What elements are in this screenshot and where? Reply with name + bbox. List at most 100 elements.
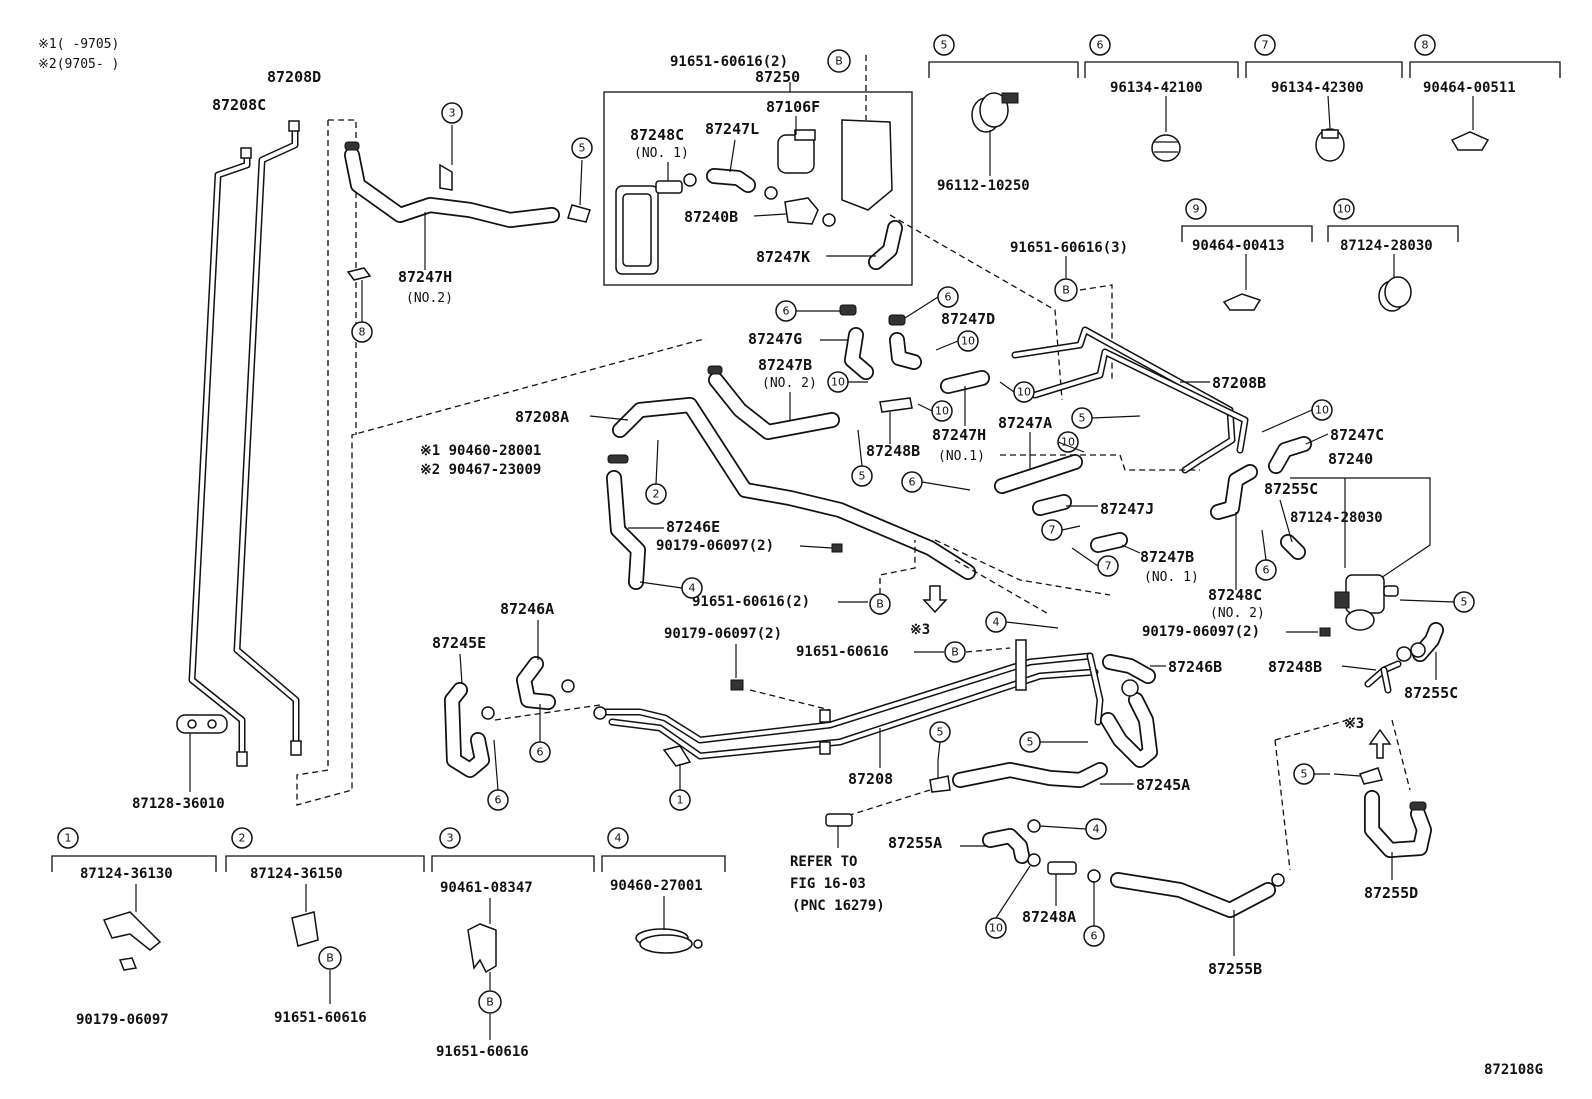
label-87248c-no1: 87248C	[630, 126, 684, 144]
pipe-87248a[interactable]	[1047, 861, 1077, 875]
label-87208d: 87208D	[267, 68, 321, 86]
water-valve-87240[interactable]	[1334, 574, 1399, 631]
valve-87240b[interactable]	[784, 197, 819, 225]
svg-text:6: 6	[1091, 930, 1098, 943]
clip-87124-36150[interactable]	[291, 911, 319, 947]
filter-case[interactable]	[615, 185, 659, 275]
hose-87247l[interactable]	[706, 168, 756, 193]
pipe-87248c-no2[interactable]	[1210, 464, 1258, 520]
label-87247b-no2: 87247B	[758, 356, 812, 374]
pipe-87208[interactable]	[594, 652, 1104, 760]
bolt-b-mid2[interactable]: B	[869, 593, 891, 615]
hose-87247a[interactable]	[994, 454, 1083, 494]
grommet-87128-36010[interactable]	[176, 714, 228, 734]
note-2: ※2(9705- )	[38, 57, 119, 72]
callout-4-legend: 4	[607, 827, 629, 849]
legend-1-part: 87124-36130	[80, 866, 173, 882]
svg-text:4: 4	[689, 582, 696, 595]
label-87247h-no2: 87247H	[398, 268, 452, 286]
hose-87247k[interactable]	[868, 220, 903, 270]
label-87208c: 87208C	[212, 96, 266, 114]
bolt-b-legend-3[interactable]: B	[478, 990, 502, 1014]
actuator-87106f[interactable]	[777, 129, 816, 174]
clip-90461-08347[interactable]	[467, 923, 497, 974]
refer-line1: REFER TO	[790, 854, 857, 870]
clip-8-left[interactable]	[346, 267, 372, 281]
svg-text:3: 3	[449, 107, 456, 120]
clamp-96112-10250[interactable]	[971, 92, 1019, 133]
pipe-87247h-no1[interactable]	[940, 370, 990, 394]
hose-87247b-no1[interactable]	[1090, 532, 1128, 553]
hose-87246a[interactable]	[516, 656, 556, 710]
svg-text:B: B	[951, 646, 959, 659]
hose-87255c-top[interactable]	[1280, 534, 1306, 560]
clip-3-top[interactable]	[439, 163, 453, 191]
clip-5-right[interactable]	[1359, 767, 1383, 785]
pipe-refer[interactable]	[825, 813, 853, 827]
hose-87246b-lower[interactable]	[1100, 692, 1158, 768]
legend-1-sub: 90179-06097	[76, 1012, 169, 1028]
hose-87255d[interactable]	[1364, 790, 1432, 858]
callout-5-legend: 5	[933, 34, 955, 56]
svg-text:5: 5	[941, 39, 948, 52]
hose-87245a[interactable]	[952, 762, 1108, 788]
nut-90179-06097[interactable]	[118, 957, 138, 971]
clip-87124-36130[interactable]	[102, 911, 162, 951]
clamp-96134-42100[interactable]	[1151, 134, 1181, 162]
legend-3-sub: 91651-60616	[436, 1044, 529, 1060]
bolt-b-low[interactable]: B	[944, 641, 966, 663]
label-87246a: 87246A	[500, 600, 554, 618]
label-87255d: 87255D	[1364, 884, 1418, 902]
clip-5-87245a[interactable]	[929, 775, 951, 793]
label-87248c-no2: 87248C	[1208, 586, 1262, 604]
label-87124-28030-mid: 87124-28030	[1290, 510, 1383, 526]
hose-87255a[interactable]	[982, 828, 1030, 864]
svg-text:6: 6	[537, 746, 544, 759]
callout-10-c: 10	[931, 400, 953, 422]
callout-4-low: 4	[1085, 818, 1107, 840]
hose-87247c[interactable]	[1268, 436, 1312, 474]
bolt-b-legend-2[interactable]: B	[318, 946, 342, 970]
hose-87255b[interactable]	[1110, 872, 1276, 918]
label-90464-00413: 90464-00413	[1192, 238, 1285, 254]
callout-5-mid-b: 5	[851, 465, 873, 487]
callout-6-87247g: 6	[775, 300, 797, 322]
bracket-valve[interactable]	[841, 119, 893, 211]
hose-87246e[interactable]	[606, 470, 646, 590]
hose-87247g[interactable]	[844, 327, 874, 380]
pipe-87248b-no1[interactable]	[879, 397, 913, 413]
bolt-b-mid[interactable]: B	[1054, 278, 1078, 302]
label-87247b-no1-sub: (NO. 1)	[1144, 570, 1199, 585]
clip-90464-00511[interactable]	[1450, 131, 1490, 151]
clip-90464-00413[interactable]	[1222, 293, 1262, 311]
bolt-b-top[interactable]: B	[827, 49, 851, 73]
label-87248c-no1-sub: (NO. 1)	[634, 146, 689, 161]
label-87247b-no2-sub: (NO. 2)	[762, 376, 817, 391]
svg-text:4: 4	[1093, 823, 1100, 836]
clip-5-top[interactable]	[567, 204, 591, 223]
clamp-90460-27001[interactable]	[635, 928, 703, 954]
hose-87246b[interactable]	[1102, 654, 1156, 684]
svg-text:2: 2	[239, 832, 246, 845]
label-87247k: 87247K	[756, 248, 810, 266]
callout-1-bottom: 1	[669, 789, 691, 811]
assembly-box-87250	[603, 91, 913, 286]
clamp-96134-42300[interactable]	[1315, 128, 1345, 162]
hose-87247j[interactable]	[1032, 494, 1072, 516]
hose-87247d[interactable]	[889, 332, 922, 370]
pipe-87248b-right[interactable]	[1364, 660, 1402, 694]
hose-87247b-no2[interactable]	[708, 372, 840, 440]
hose-87247h-no2[interactable]	[344, 147, 560, 228]
clamp-87124-28030-top[interactable]	[1378, 276, 1412, 312]
callout-10-d: 10	[1013, 381, 1035, 403]
hose-87245e[interactable]	[444, 682, 490, 778]
pipe-87208c-87208d[interactable]	[188, 120, 302, 767]
pipe-87248c-no1[interactable]	[655, 180, 683, 194]
label-90179-2-c: 90179-06097(2)	[1142, 624, 1260, 640]
ref-arrow-3-center	[922, 585, 948, 614]
callout-b-mid: B	[1062, 284, 1070, 297]
clip-1-bottom[interactable]	[662, 745, 692, 767]
callout-1-legend: 1	[57, 827, 79, 849]
pipe-87208b[interactable]	[1011, 326, 1249, 474]
label-91651-3: 91651-60616(3)	[1010, 240, 1128, 256]
